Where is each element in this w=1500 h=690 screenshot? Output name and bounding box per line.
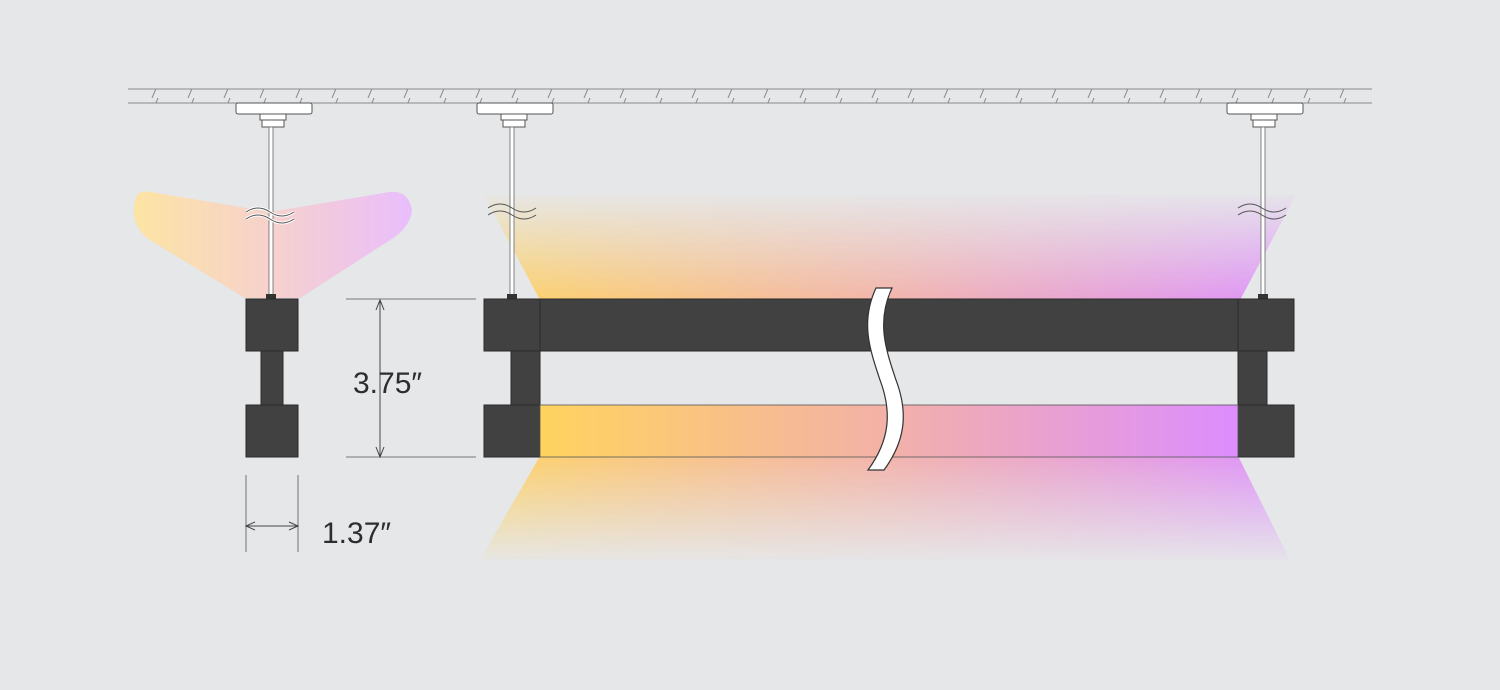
side-view-fixture	[245, 298, 299, 458]
left-suspension	[476, 102, 554, 300]
ceiling	[128, 88, 1372, 104]
width-dimension: 1.37″	[244, 475, 391, 552]
cable-break-icon	[487, 203, 537, 220]
vertical-arrow-icon	[375, 298, 385, 459]
height-label: 3.75″	[353, 367, 422, 400]
uplight-glow	[484, 195, 1296, 300]
horizontal-arrow-icon	[244, 521, 300, 531]
height-dimension: 3.75″	[346, 298, 476, 459]
fixture-break-icon	[866, 287, 904, 471]
cable-break-icon	[1237, 203, 1287, 220]
front-view-fixture	[483, 287, 1295, 471]
upper-housing	[483, 298, 1295, 352]
side-view-suspension	[235, 102, 313, 300]
right-suspension	[1226, 102, 1304, 300]
downlight-glow	[480, 456, 1290, 560]
width-label: 1.37″	[322, 517, 391, 550]
